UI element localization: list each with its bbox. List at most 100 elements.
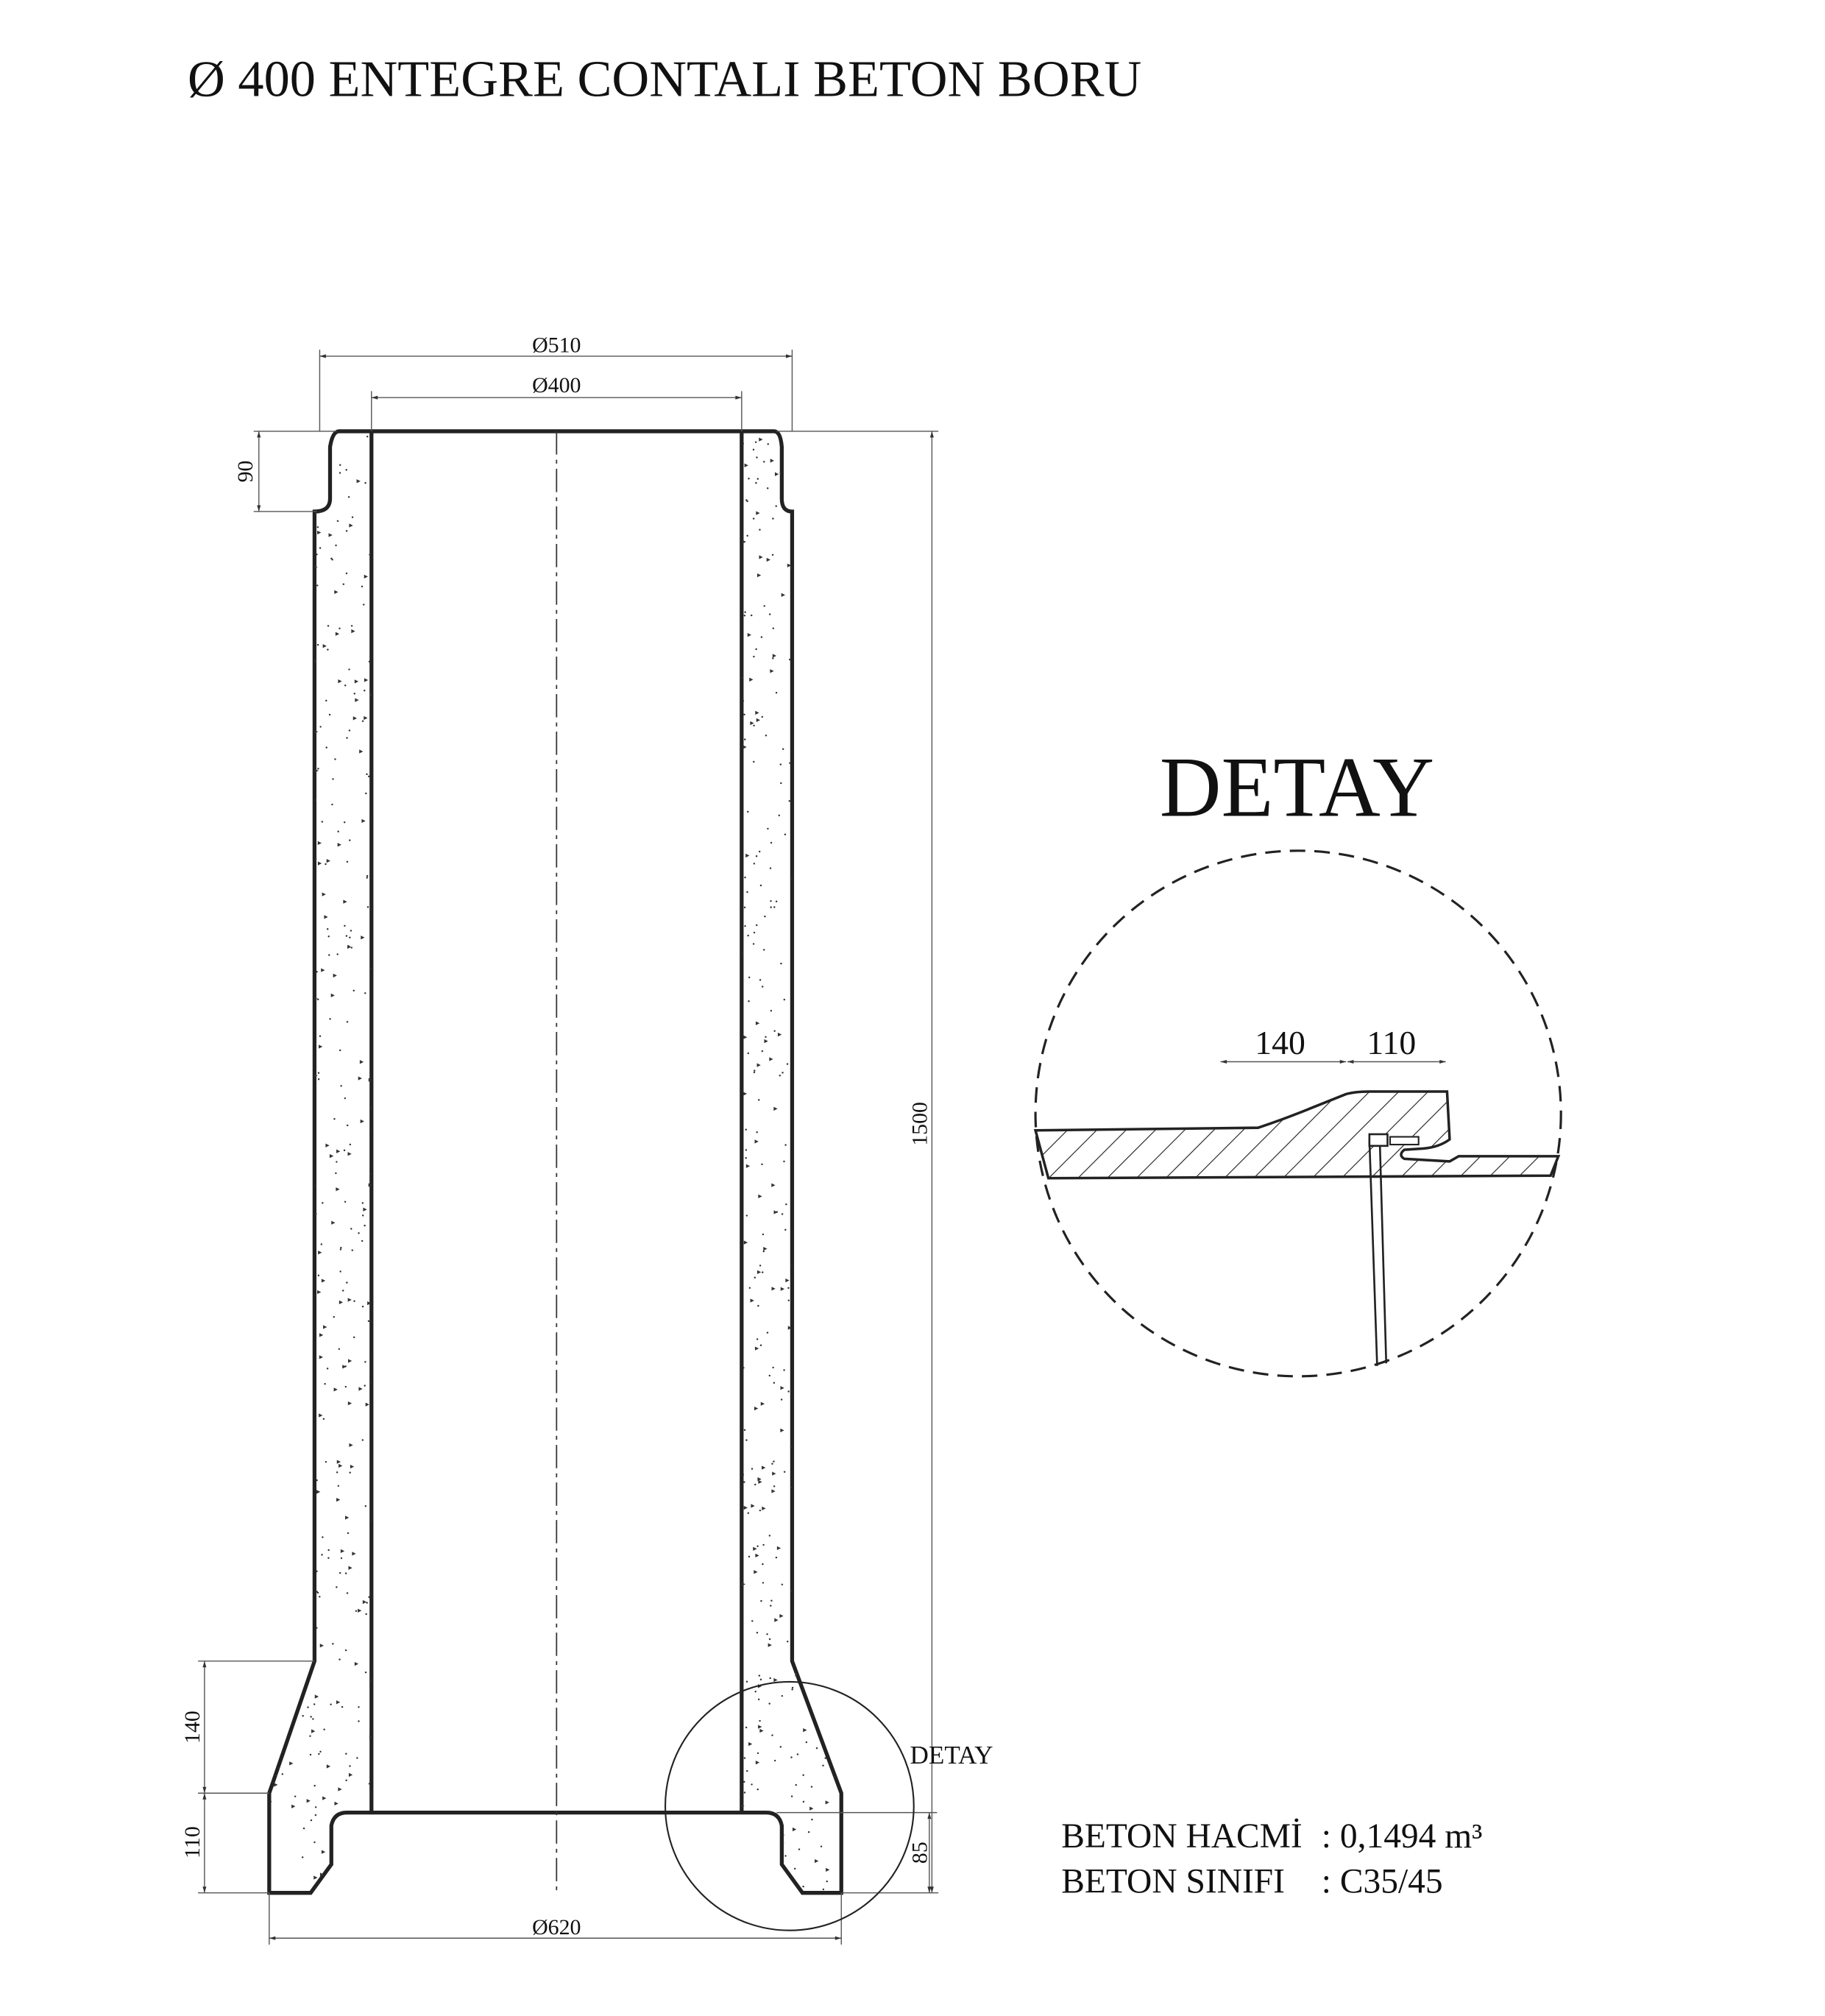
- concrete-speck: [754, 1276, 756, 1279]
- concrete-speck: [363, 604, 365, 606]
- concrete-speck: [298, 530, 302, 534]
- concrete-speck: [364, 1828, 369, 1833]
- concrete-speck: [279, 865, 282, 868]
- concrete-speck: [748, 1555, 751, 1558]
- concrete-speck: [359, 1060, 364, 1064]
- concrete-speck: [819, 721, 822, 723]
- concrete-speck: [349, 1143, 352, 1146]
- concrete-speck: [330, 993, 335, 998]
- concrete-speck: [755, 481, 757, 484]
- concrete-speck: [798, 1366, 801, 1369]
- concrete-speck: [292, 1270, 294, 1273]
- concrete-speck: [325, 746, 327, 749]
- concrete-speck: [767, 443, 769, 445]
- concrete-speck: [326, 1368, 329, 1370]
- concrete-speck: [272, 1044, 277, 1048]
- concrete-speck: [346, 1021, 349, 1023]
- concrete-speck: [292, 1611, 294, 1613]
- concrete-speck: [297, 475, 300, 478]
- concrete-speck: [757, 1698, 760, 1701]
- concrete-speck: [277, 1560, 280, 1563]
- concrete-speck: [802, 1334, 804, 1337]
- dim-bell-height: 110: [180, 1826, 205, 1858]
- concrete-speck: [270, 1406, 274, 1410]
- concrete-speck: [277, 1698, 280, 1700]
- concrete-speck: [316, 1591, 318, 1593]
- concrete-speck: [291, 610, 293, 613]
- concrete-speck: [795, 1214, 798, 1216]
- concrete-speck: [354, 679, 359, 684]
- concrete-speck: [780, 1398, 783, 1401]
- concrete-speck: [275, 1154, 280, 1159]
- concrete-speck: [366, 877, 368, 879]
- concrete-speck: [369, 553, 371, 556]
- concrete-speck: [780, 1428, 784, 1433]
- concrete-speck: [830, 606, 834, 611]
- concrete-speck: [269, 484, 271, 487]
- concrete-speck: [326, 859, 330, 863]
- concrete-speck: [815, 1747, 818, 1750]
- concrete-speck: [339, 1248, 342, 1251]
- concrete-speck: [267, 653, 269, 654]
- concrete-speck: [266, 810, 268, 812]
- concrete-speck: [344, 1097, 347, 1100]
- concrete-speck: [317, 530, 322, 535]
- concrete-speck: [319, 1035, 322, 1038]
- concrete-speck: [317, 841, 322, 846]
- concrete-speck: [351, 629, 355, 634]
- concrete-speck: [335, 544, 337, 547]
- concrete-speck: [343, 821, 346, 824]
- concrete-speck: [319, 1596, 321, 1598]
- concrete-speck: [336, 1498, 341, 1502]
- concrete-speck: [334, 590, 339, 595]
- concrete-speck: [752, 943, 755, 945]
- concrete-speck: [345, 1779, 347, 1782]
- concrete-speck: [314, 768, 319, 773]
- detail-callout-label: DETAY: [910, 1741, 993, 1769]
- concrete-speck: [743, 1780, 745, 1783]
- concrete-speck: [755, 648, 757, 651]
- concrete-speck: [304, 1500, 306, 1503]
- concrete-speck: [787, 1390, 790, 1393]
- concrete-speck: [316, 1479, 318, 1482]
- concrete-speck: [269, 929, 272, 933]
- concrete-speck: [832, 1329, 837, 1334]
- concrete-speck: [356, 479, 361, 484]
- concrete-speck: [751, 1783, 753, 1786]
- concrete-speck: [797, 607, 801, 612]
- concrete-speck: [310, 1716, 312, 1718]
- concrete-speck: [364, 1845, 367, 1848]
- concrete-speck: [820, 771, 823, 774]
- concrete-speck: [802, 1033, 807, 1037]
- concrete-speck: [785, 1203, 787, 1206]
- concrete-speck: [823, 722, 825, 724]
- concrete-speck: [347, 1359, 352, 1363]
- class-value: : C35/45: [1322, 1863, 1443, 1901]
- concrete-speck: [275, 1501, 280, 1505]
- concrete-speck: [369, 1678, 372, 1683]
- concrete-speck: [347, 1401, 352, 1406]
- concrete-speck: [789, 762, 791, 764]
- volume-label: BETON HACMİ: [1061, 1817, 1302, 1856]
- concrete-speck: [802, 1490, 804, 1493]
- notes: BETON HACMİ : 0,1494 m³ BETON SINIFI : C…: [1061, 1817, 1482, 1901]
- concrete-speck: [370, 1358, 372, 1360]
- concrete-speck: [333, 973, 337, 978]
- concrete-speck: [784, 833, 787, 835]
- concrete-speck: [274, 740, 279, 745]
- concrete-speck: [830, 872, 834, 877]
- concrete-speck: [352, 989, 355, 992]
- concrete-speck: [840, 1510, 842, 1515]
- concrete-speck: [815, 1499, 818, 1502]
- concrete-speck: [816, 1144, 821, 1148]
- concrete-speck: [795, 835, 798, 838]
- concrete-speck: [743, 1792, 746, 1794]
- concrete-speck: [753, 1546, 757, 1551]
- concrete-speck: [822, 514, 825, 517]
- concrete-speck: [366, 773, 368, 776]
- concrete-speck: [744, 924, 746, 927]
- concrete-speck: [843, 449, 846, 453]
- concrete-speck: [312, 1718, 314, 1720]
- concrete-speck: [807, 563, 809, 566]
- concrete-speck: [321, 1850, 326, 1854]
